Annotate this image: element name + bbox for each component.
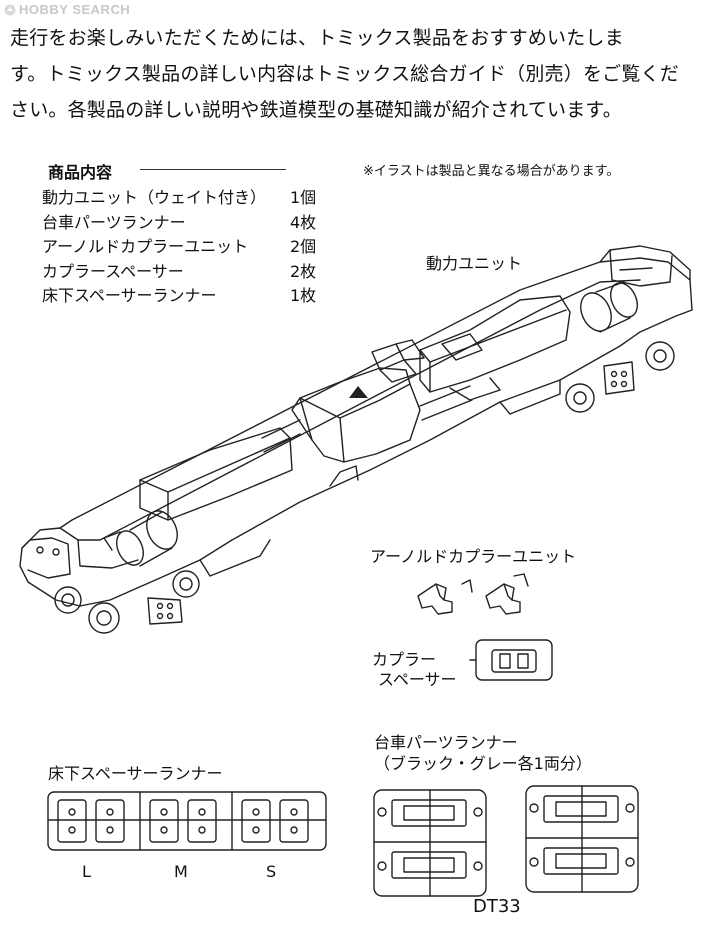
contents-item-qty: 2個 <box>290 237 317 256</box>
coupler-spacer-label-line-2: スペーサー <box>378 670 457 689</box>
watermark: HOBBY SEARCH <box>4 2 130 17</box>
contents-list: 動力ユニット（ウェイト付き） 1個 台車パーツランナー 4枚 アーノルドカプラー… <box>42 186 342 309</box>
size-label-s: S <box>266 862 277 881</box>
size-label-l: L <box>82 862 91 881</box>
bogie-model-label: DT33 <box>473 896 521 917</box>
contents-item: アーノルドカプラーユニット 2個 <box>42 235 342 260</box>
underfloor-runner-label: 床下スペーサーランナー <box>48 764 223 783</box>
bogie-runner-label-line-1: 台車パーツランナー <box>374 733 518 752</box>
watermark-text: HOBBY SEARCH <box>19 2 131 17</box>
contents-item-name: アーノルドカプラーユニット <box>42 237 249 256</box>
contents-item-qty: 1個 <box>290 188 317 207</box>
hobby-search-logo-icon <box>4 4 16 15</box>
contents-item-name: 動力ユニット（ウェイト付き） <box>42 188 267 207</box>
contents-item-name: 床下スペーサーランナー <box>42 286 217 305</box>
intro-paragraph: 走行をお楽しみいただくためには、トミックス製品をおすすめいたしま す。トミックス… <box>10 20 718 128</box>
coupler-unit-drawing <box>417 573 529 615</box>
contents-item: 床下スペーサーランナー 1枚 <box>42 284 342 309</box>
contents-item: カプラースペーサー 2枚 <box>42 260 342 285</box>
intro-line-1: 走行をお楽しみいただくためには、トミックス製品をおすすめいたしま <box>10 27 624 49</box>
coupler-spacer-label: カプラー スペーサー <box>372 650 457 690</box>
coupler-spacer-drawing <box>469 639 553 681</box>
contents-item: 台車パーツランナー 4枚 <box>42 211 342 236</box>
intro-line-2: す。トミックス製品の詳しい内容はトミックス総合ガイド（別売）をご覧くだ <box>10 63 679 85</box>
coupler-spacer-label-line-1: カプラー <box>372 650 437 669</box>
bogie-runner-label: 台車パーツランナー （ブラック・グレー各1両分） <box>374 732 592 774</box>
intro-line-3: さい。各製品の詳しい説明や鉄道模型の基礎知識が紹介されています。 <box>10 99 622 121</box>
contents-item: 動力ユニット（ウェイト付き） 1個 <box>42 186 342 211</box>
contents-item-qty: 4枚 <box>290 212 317 232</box>
contents-item-name: カプラースペーサー <box>42 261 184 281</box>
bogie-runner-drawing <box>373 785 639 897</box>
power-unit-label: 動力ユニット <box>426 254 523 273</box>
bogie-runner-label-line-2: （ブラック・グレー各1両分） <box>374 754 592 773</box>
illustration-note: ※イラストは製品と異なる場合があります。 <box>363 164 620 179</box>
contents-title-rule <box>140 169 286 170</box>
contents-title: 商品内容 <box>48 163 113 182</box>
size-label-m: M <box>174 862 188 881</box>
coupler-unit-label: アーノルドカプラーユニット <box>370 547 577 566</box>
contents-item-qty: 2枚 <box>290 261 317 281</box>
contents-item-name: 台車パーツランナー <box>42 212 186 232</box>
underfloor-runner-drawing <box>47 791 327 851</box>
contents-item-qty: 1枚 <box>290 286 317 305</box>
power-unit-drawing <box>19 245 693 634</box>
